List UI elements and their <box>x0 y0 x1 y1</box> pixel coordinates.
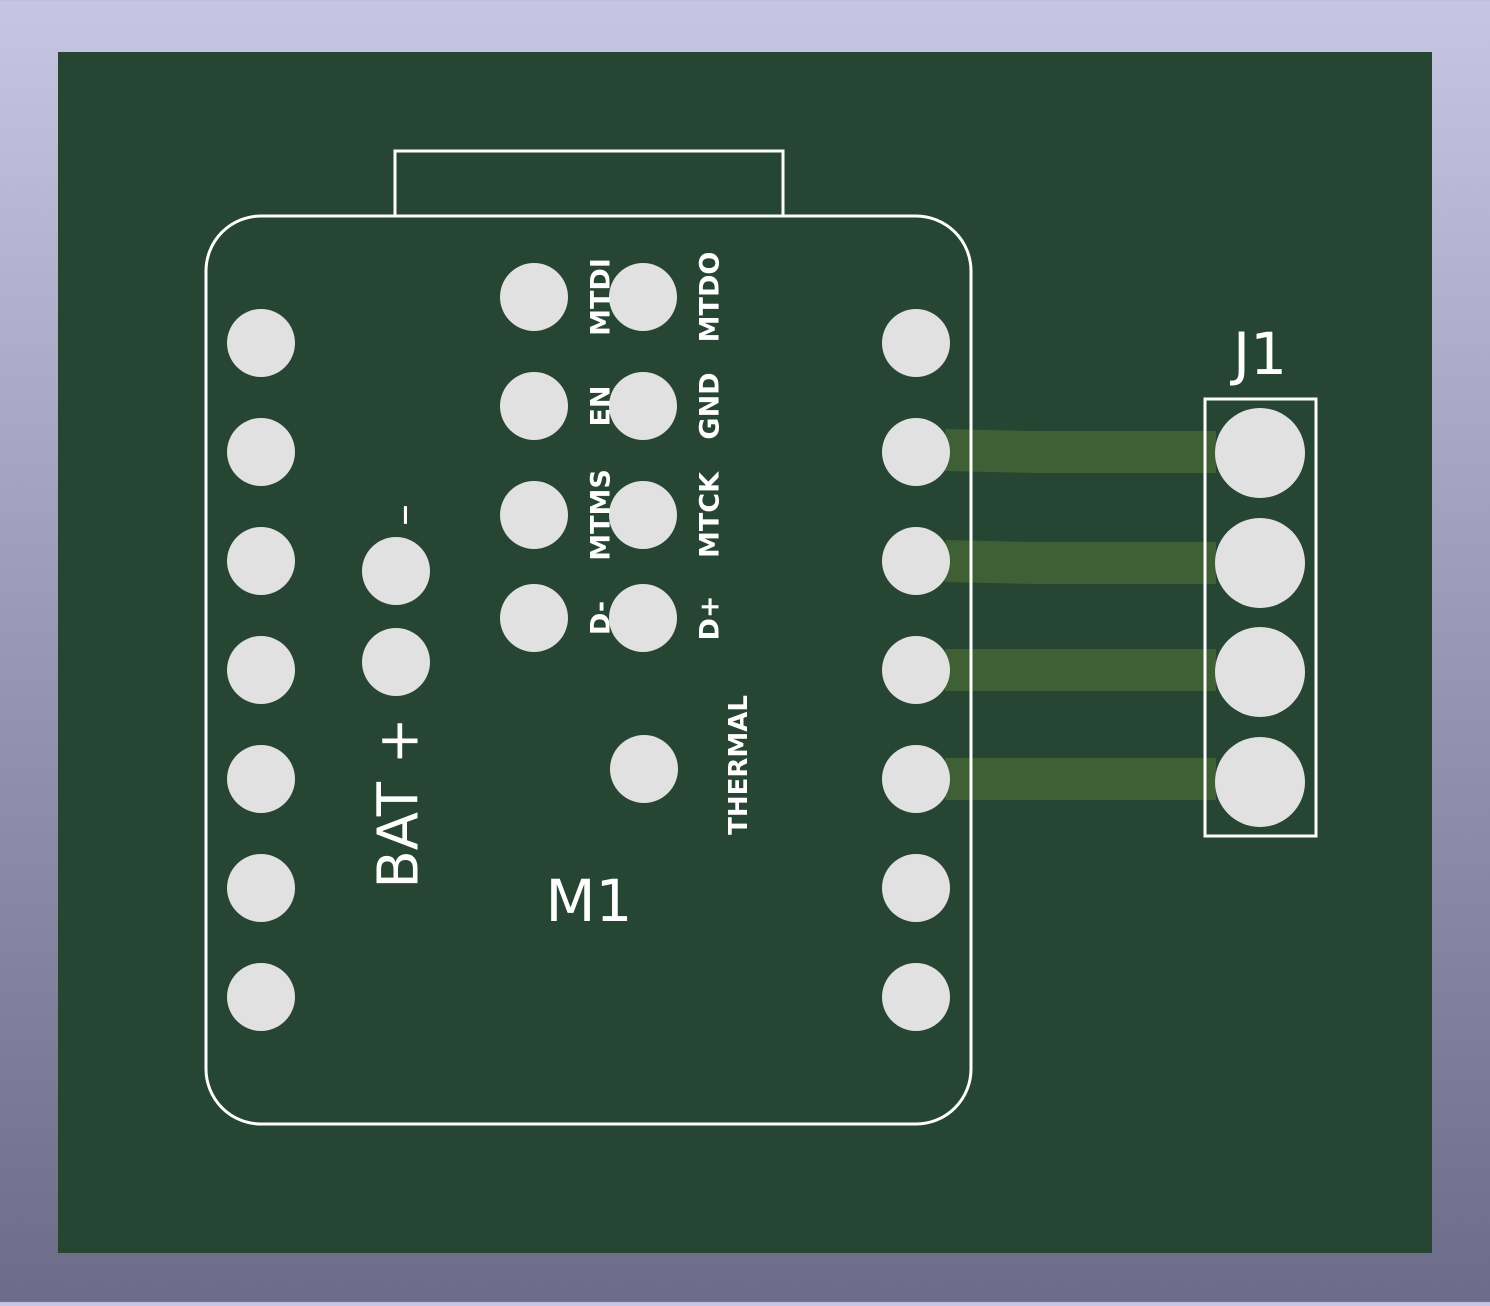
pad-left-1 <box>227 309 295 377</box>
pad-dminus <box>500 584 568 652</box>
pad-right-1 <box>882 309 950 377</box>
battery-label: BAT + <box>367 717 432 888</box>
pad-j1-4 <box>1215 737 1305 827</box>
pad-right-4 <box>882 636 950 704</box>
pad-left-6 <box>227 854 295 922</box>
pad-label-gnd: GND <box>695 372 726 439</box>
pad-right-5 <box>882 745 950 813</box>
pad-label-dplus: D+ <box>695 595 726 640</box>
module-outline <box>204 214 973 1126</box>
connector-reference: J1 <box>1230 320 1287 388</box>
pad-mtms <box>500 481 568 549</box>
pad-right-2 <box>882 418 950 486</box>
pad-j1-3 <box>1215 627 1305 717</box>
module-usb-outline <box>393 149 785 216</box>
pad-mtdo <box>609 263 677 331</box>
pad-left-2 <box>227 418 295 486</box>
pad-thermal <box>610 735 678 803</box>
pad-label-dminus: D- <box>586 601 617 635</box>
pad-en <box>500 372 568 440</box>
pad-j1-2 <box>1215 518 1305 608</box>
pad-bat-plus <box>362 628 430 696</box>
pad-right-3 <box>882 527 950 595</box>
pad-left-4 <box>227 636 295 704</box>
trace-1 <box>944 429 1216 473</box>
pad-left-5 <box>227 745 295 813</box>
pad-dplus <box>609 584 677 652</box>
pad-left-7 <box>227 963 295 1031</box>
battery-minus-label: – <box>378 504 429 526</box>
pad-label-mtck: MTCK <box>695 471 726 558</box>
thermal-label: THERMAL <box>724 695 754 835</box>
pad-label-en: EN <box>586 385 617 426</box>
pad-bat-minus <box>362 537 430 605</box>
pad-left-3 <box>227 527 295 595</box>
connector-outline <box>1203 397 1318 838</box>
trace-2 <box>944 540 1216 584</box>
pad-mtdi <box>500 263 568 331</box>
pad-label-mtdi: MTDI <box>586 258 617 336</box>
pad-right-6 <box>882 854 950 922</box>
pad-j1-1 <box>1215 408 1305 498</box>
copper-traces <box>944 429 1216 800</box>
pad-gnd <box>609 372 677 440</box>
pad-right-7 <box>882 963 950 1031</box>
pad-label-mtdo: MTDO <box>695 252 726 343</box>
silkscreen-labels: MTDI MTDO EN GND MTMS MTCK D- D+ THERMAL… <box>367 252 1288 935</box>
pad-mtck <box>609 481 677 549</box>
module-reference: M1 <box>546 867 633 935</box>
pads <box>227 263 1305 1031</box>
pad-label-mtms: MTMS <box>586 469 617 561</box>
silkscreen <box>204 149 1318 1126</box>
